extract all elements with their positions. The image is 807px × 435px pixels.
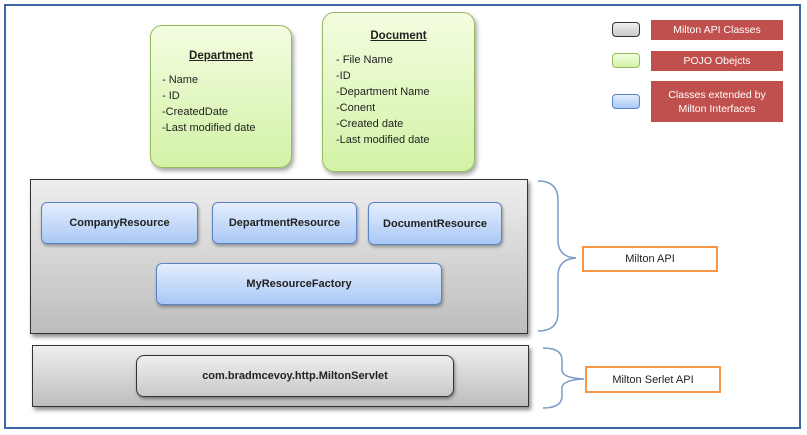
department-field: -Last modified date [162, 122, 256, 134]
document-pojo-title: Document [370, 30, 427, 42]
milton-servlet-brace [542, 347, 585, 409]
legend-label-milton-api: Milton API Classes [651, 20, 783, 40]
milton-api-brace [537, 180, 577, 332]
department-pojo-title: Department [189, 50, 253, 62]
department-field: - Name [162, 74, 199, 86]
milton-servlet-api-callout: Milton Serlet API [585, 366, 721, 393]
legend-green-swatch [612, 53, 640, 68]
document-field: -Conent [336, 102, 376, 114]
document-field: -Department Name [336, 86, 430, 98]
milton-api-callout: Milton API [582, 246, 718, 272]
company-resource-box: CompanyResource [41, 202, 198, 244]
legend-label-extended: Classes extended by Milton Interfaces [651, 81, 783, 122]
legend-blue-swatch [612, 94, 640, 109]
document-field: -ID [336, 70, 351, 82]
milton-servlet-box: com.bradmcevoy.http.MiltonServlet [136, 355, 454, 397]
document-field: -Created date [336, 118, 404, 130]
department-resource-box: DepartmentResource [212, 202, 357, 244]
department-field: - ID [162, 90, 180, 102]
department-pojo-box: Department - Name - ID -CreatedDate -Las… [150, 25, 292, 168]
legend-gray-swatch [612, 22, 640, 37]
department-field: -CreatedDate [162, 106, 229, 118]
document-field: - File Name [336, 54, 393, 66]
legend-label-pojo: POJO Obejcts [651, 51, 783, 71]
document-pojo-box: Document - File Name -ID -Department Nam… [322, 12, 475, 172]
my-resource-factory-box: MyResourceFactory [156, 263, 442, 305]
document-resource-box: DocumentResource [368, 202, 502, 245]
document-field: -Last modified date [336, 134, 430, 146]
diagram-frame [4, 4, 801, 429]
